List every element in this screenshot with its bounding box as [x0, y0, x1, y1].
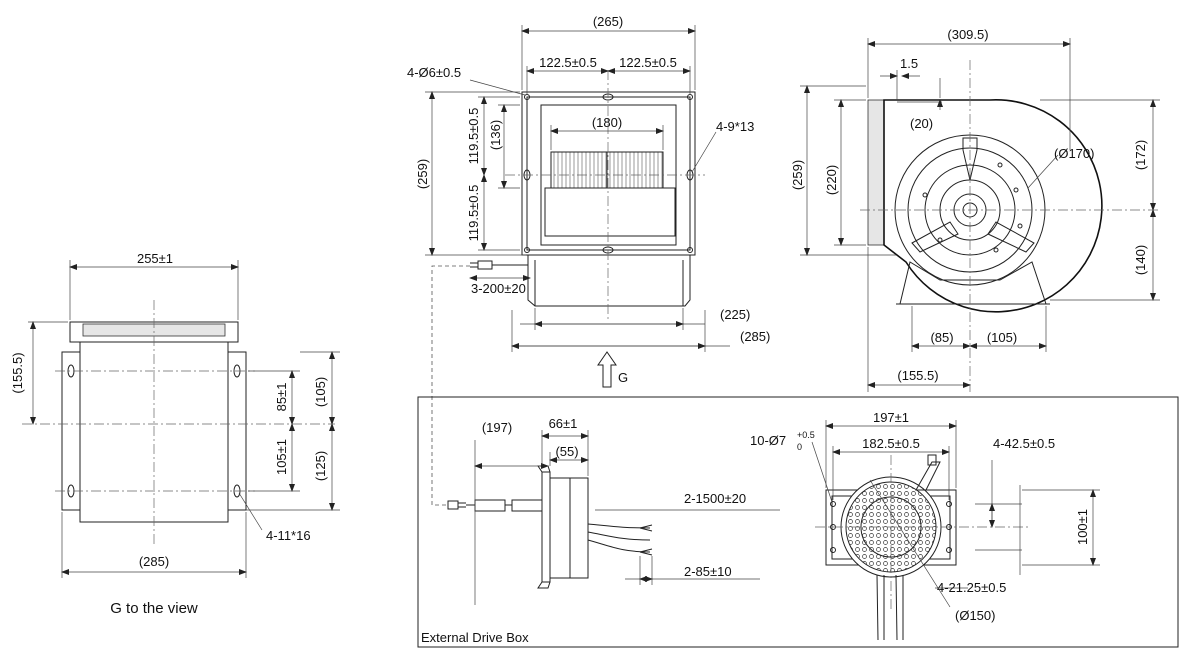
dim-105: (105)	[313, 377, 328, 407]
dim-1-5: 1.5	[900, 56, 918, 71]
side-view: (309.5) 1.5 (20) (Ø170) (172) (140) (259…	[790, 27, 1160, 392]
drive-box-front-view: 197±1 182.5±0.5 10-Ø7 +0.5 0 4-42.5±0.5 …	[750, 410, 1100, 641]
dim-122-5-right: 122.5±0.5	[619, 55, 677, 70]
dim-180: (180)	[592, 115, 622, 130]
dim-4-11-16: 4-11*16	[266, 528, 311, 543]
caption-drive-box: External Drive Box	[421, 630, 529, 645]
dim-125: (125)	[313, 451, 328, 481]
dim-265: (265)	[593, 14, 623, 29]
side-scroll-housing	[883, 99, 1103, 313]
dim-85-side: (85)	[930, 330, 953, 345]
dim-105b: 105±1	[274, 439, 289, 475]
dim-136: (136)	[488, 120, 503, 150]
dim-140: (140)	[1133, 245, 1148, 275]
dim-119-5-bottom: 119.5±0.5	[466, 185, 481, 242]
dim-10-d7-sub: 0	[797, 442, 802, 452]
dim-172: (172)	[1133, 140, 1148, 170]
dim-55: (55)	[555, 444, 578, 459]
dim-255: 255±1	[137, 251, 173, 266]
caption-g-view: G to the view	[110, 600, 198, 617]
dim-100: 100±1	[1075, 509, 1090, 545]
front-hole	[687, 247, 693, 253]
g-view: 255±1 (155.5) 85±1 (105) 105±1 (125) 4-1…	[10, 251, 340, 617]
dim-2-1500: 2-1500±20	[684, 491, 746, 506]
dim-10-d7: 10-Ø7	[750, 433, 786, 448]
side-top-arm	[962, 137, 978, 181]
dim-20: (20)	[910, 116, 933, 131]
g-view-left-bracket	[61, 351, 81, 511]
dim-259-front: (259)	[415, 159, 430, 189]
dim-197-front: 197±1	[873, 410, 909, 425]
dim-85: 85±1	[274, 383, 289, 412]
dim-225: (225)	[720, 307, 750, 322]
dim-155-5: (155.5)	[10, 352, 25, 393]
dim-d170: (Ø170)	[1054, 146, 1094, 161]
dim-197: (197)	[482, 420, 512, 435]
dim-d150: (Ø150)	[955, 608, 995, 623]
dim-10-d7-sup: +0.5	[797, 430, 815, 440]
g-view-arrow	[597, 351, 617, 388]
front-view: (265) 122.5±0.5 122.5±0.5 4-Ø6±0.5 (180)…	[407, 14, 770, 506]
dim-259-side: (259)	[790, 160, 805, 190]
dim-4-42-5: 4-42.5±0.5	[993, 436, 1055, 451]
dim-119-5-top: 119.5±0.5	[466, 108, 481, 165]
front-hole	[524, 247, 530, 253]
drive-box-side-view: (197) 66±1 (55) 2-1500±20 2-85±10	[447, 416, 780, 605]
side-flange	[867, 99, 885, 246]
drive-box-border	[417, 396, 1179, 648]
dim-155-5-side: (155.5)	[897, 368, 938, 383]
dim-4-d6: 4-Ø6±0.5	[407, 65, 461, 80]
dim-182-5: 182.5±0.5	[862, 436, 920, 451]
dim-285: (285)	[139, 554, 169, 569]
dim-2-85: 2-85±10	[684, 564, 732, 579]
drive-box-body	[549, 477, 589, 579]
dim-4-21-25: 4-21.25±0.5	[937, 580, 1006, 595]
drive-box-frame: External Drive Box	[417, 396, 1179, 648]
dim-285-front: (285)	[740, 329, 770, 344]
g-arrow-label: G	[618, 370, 628, 385]
dim-3-200: 3-200±20	[471, 281, 526, 296]
dim-122-5-left: 122.5±0.5	[539, 55, 597, 70]
dim-66: 66±1	[549, 416, 578, 431]
g-view-right-bracket	[227, 351, 247, 511]
dim-105-side: (105)	[987, 330, 1017, 345]
dim-4-9-13: 4-9*13	[716, 119, 754, 134]
dim-220: (220)	[824, 165, 839, 195]
front-flange-plate	[521, 91, 696, 256]
front-base	[527, 255, 691, 307]
dim-309-5: (309.5)	[947, 27, 988, 42]
